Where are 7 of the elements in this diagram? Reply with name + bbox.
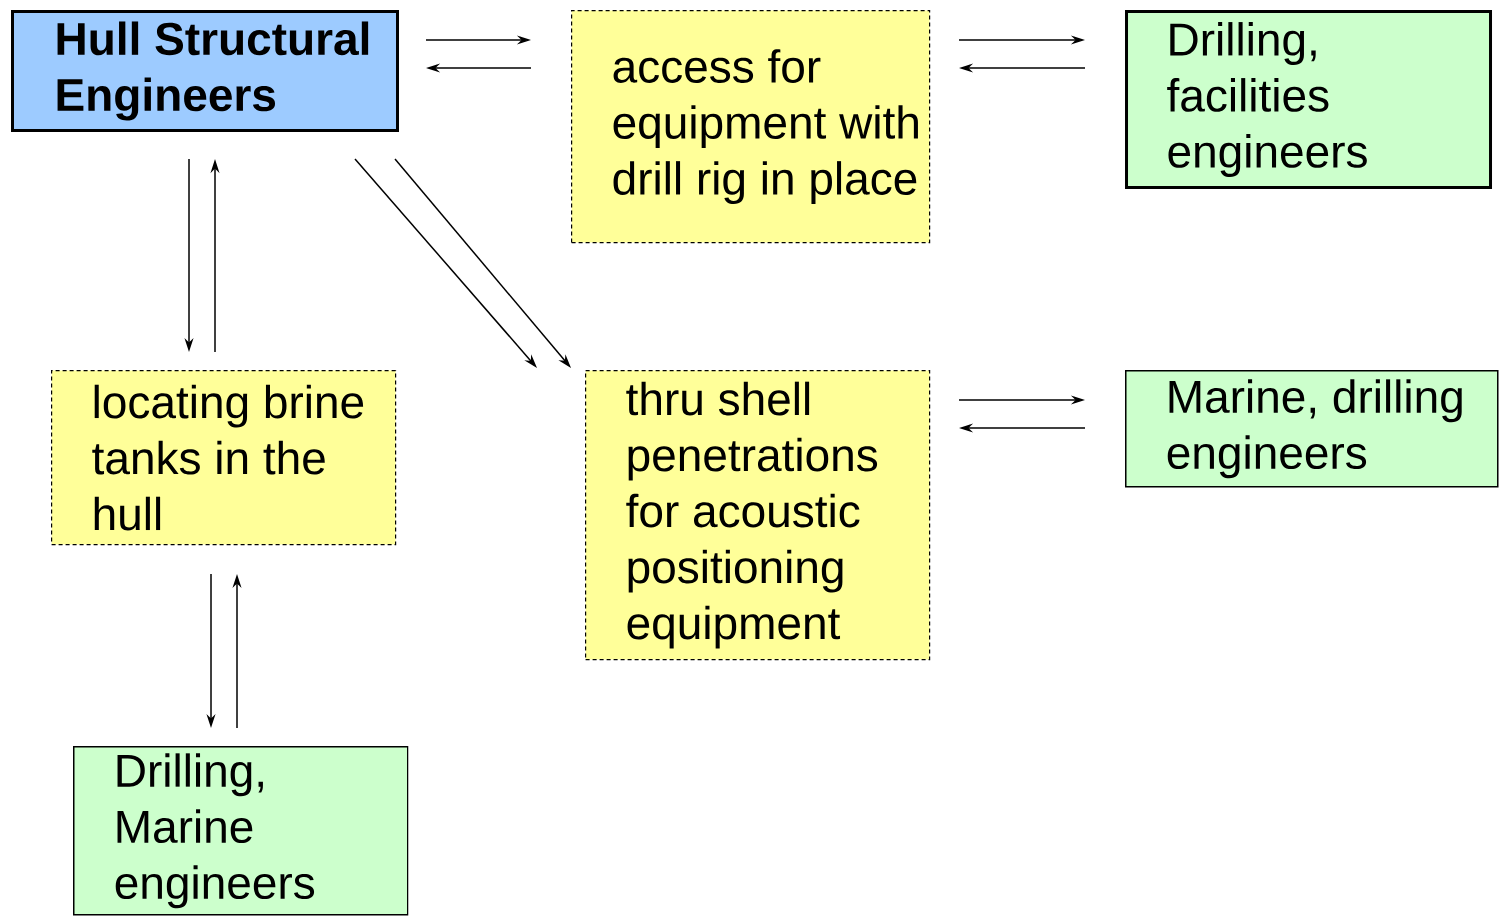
topic-box: access for equipment with drill rig in place	[571, 10, 931, 244]
topic-box: locating brine tanks in the hull	[51, 370, 397, 546]
topic-box: thru shell penetrations for acoustic positioning equipment	[585, 370, 931, 661]
team-box: Drilling, facilities engineers	[1125, 10, 1492, 189]
team-box: Marine, drilling engineers	[1125, 370, 1499, 488]
team-box: Drilling, Marine engineers	[73, 746, 409, 916]
team-box: Hull Structural Engineers	[11, 10, 399, 132]
